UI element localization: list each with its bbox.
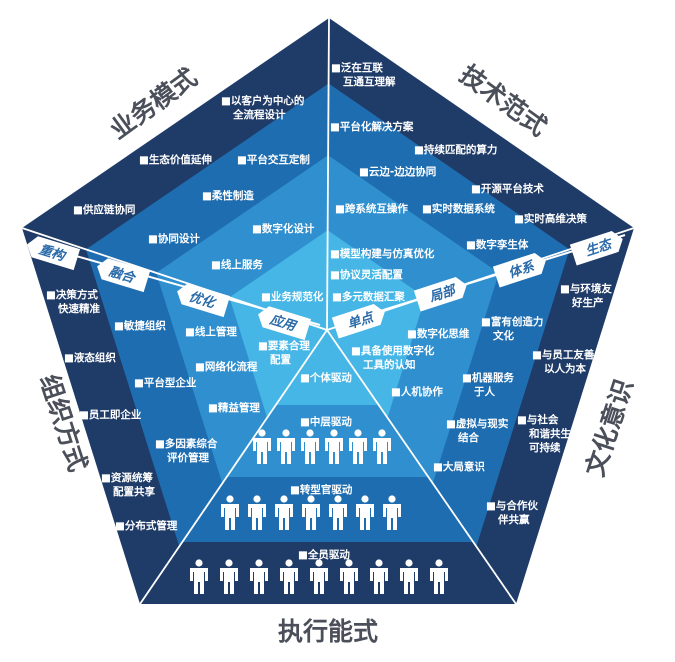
tag-left-2: 优化: [177, 283, 231, 318]
dimension-title-culture: 文化意识: [580, 376, 638, 480]
tech-item: ■多元数据汇聚: [332, 290, 405, 303]
person-icon: [190, 559, 208, 594]
business-item: ■供应链协同: [73, 203, 135, 216]
culture-item: ■数字化思维: [407, 327, 470, 340]
person-icon: [253, 429, 271, 464]
tag-left-3: 应用: [258, 306, 312, 341]
person-icon: [340, 559, 358, 594]
culture-item: ■虚拟与现实结合: [446, 417, 509, 444]
org-item: ■员工即企业: [79, 408, 142, 421]
person-icon: [349, 429, 367, 464]
tag-left-1: 融合: [97, 258, 151, 293]
maturity-tags: 重构融合优化应用单点局部体系生态: [27, 230, 623, 341]
tag-shape: [492, 252, 546, 288]
org-item: ■资源统筹配置共享: [101, 471, 155, 498]
person-icon: [329, 495, 347, 530]
org-item: ■平台型企业: [134, 376, 197, 389]
business-item: ■柔性制造: [202, 189, 254, 202]
person-icon: [430, 559, 448, 594]
business-item: ■生态价值延伸: [139, 153, 212, 166]
item-labels: ■以客户为中心的全流程设计 ■生态价值延伸 ■平台交互定制 ■柔性制造 ■供应链协同 ■数…: [46, 61, 612, 532]
org-item: ■敏捷组织: [114, 319, 166, 332]
culture-item: ■与社会和谐共生可持续: [517, 413, 571, 454]
culture-item: ■机器服务于人: [462, 371, 514, 398]
org-item: ■精益管理: [208, 401, 260, 414]
tag-label: 重构: [37, 242, 68, 265]
person-icon: [277, 429, 295, 464]
org-item: ■多因素综合评价管理: [155, 437, 218, 464]
person-icon: [400, 559, 418, 594]
org-item: ■液态组织: [64, 351, 116, 364]
culture-item: ■与合作伙伴共赢: [486, 499, 538, 526]
tech-item: ■开源平台技术: [471, 182, 544, 195]
person-icon: [248, 495, 266, 530]
tag-label: 优化: [187, 289, 218, 312]
person-icon: [220, 559, 238, 594]
org-item: ■决策方式快速精准: [46, 288, 100, 315]
business-item: ■以客户为中心的全流程设计: [221, 94, 304, 121]
business-item: ■协同设计: [148, 232, 200, 245]
org-item: ■要素合理配置: [258, 339, 310, 366]
person-icon: [356, 495, 374, 530]
business-item: ■数字化设计: [252, 222, 315, 235]
dimension-title-execution: 执行能式: [278, 617, 378, 646]
person-icon: [250, 559, 268, 594]
tag-right-0: 单点: [331, 303, 385, 339]
tech-item: ■持续匹配的算力: [414, 143, 497, 156]
culture-item: ■具备使用数字化工具的认知: [351, 344, 435, 371]
tech-item: ■数字孪生体: [466, 238, 529, 251]
tech-item: ■跨系统互操作: [335, 202, 408, 215]
person-icon: [370, 559, 388, 594]
culture-item: ■大局意识: [433, 460, 485, 473]
tech-item: ■云边-边边协同: [359, 165, 436, 178]
person-icon: [310, 559, 328, 594]
person-icon: [325, 429, 343, 464]
spoke-line: [326, 329, 517, 605]
business-item: ■线上服务: [211, 258, 263, 271]
business-item: ■业务规范化: [261, 290, 324, 303]
execution-band-label: ■中层驱动: [300, 415, 352, 428]
tech-item: ■平台化解决方案: [330, 120, 414, 133]
tag-shape: [413, 276, 467, 312]
tag-right-1: 局部: [413, 276, 467, 312]
execution-band-label: ■全员驱动: [298, 548, 350, 561]
tag-shape: [569, 230, 623, 266]
culture-item: ■与环境友好生产: [560, 282, 612, 309]
culture-item: ■与员工友善以人为本: [532, 348, 595, 375]
tag-label: 融合: [107, 264, 138, 287]
org-item: ■网络化流程: [195, 360, 258, 373]
tech-item: ■协议灵活配置: [330, 268, 403, 281]
person-icon: [280, 559, 298, 594]
tech-item: ■实时数据系统: [422, 202, 495, 215]
tech-item: ■泛在互联互通互理解: [331, 61, 396, 88]
tag-shape: [258, 306, 312, 341]
tag-right-3: 生态: [569, 230, 623, 266]
person-icon: [275, 495, 293, 530]
tag-shape: [97, 258, 151, 293]
tag-shape: [27, 236, 81, 271]
execution-band-label: ■转型官驱动: [290, 483, 353, 496]
org-item: ■分布式管理: [115, 519, 178, 532]
person-icon: [383, 495, 401, 530]
tag-right-2: 体系: [492, 252, 546, 288]
person-icon: [373, 429, 391, 464]
culture-item: ■富有创造力文化: [481, 315, 543, 342]
business-item: ■平台交互定制: [237, 153, 310, 166]
tag-left-0: 重构: [27, 236, 81, 271]
person-icon: [302, 495, 320, 530]
person-icon: [301, 429, 319, 464]
tech-item: ■实时高维决策: [514, 212, 587, 225]
culture-item: ■人机协作: [391, 385, 443, 398]
tag-shape: [177, 283, 231, 318]
execution-band-label: ■个体驱动: [300, 371, 352, 384]
org-item: ■线上管理: [185, 325, 237, 338]
tag-shape: [331, 303, 385, 339]
person-icon: [221, 495, 239, 530]
spoke-line: [326, 17, 330, 331]
spoke-line: [139, 329, 328, 605]
tech-item: ■模型构建与仿真优化: [330, 247, 435, 260]
